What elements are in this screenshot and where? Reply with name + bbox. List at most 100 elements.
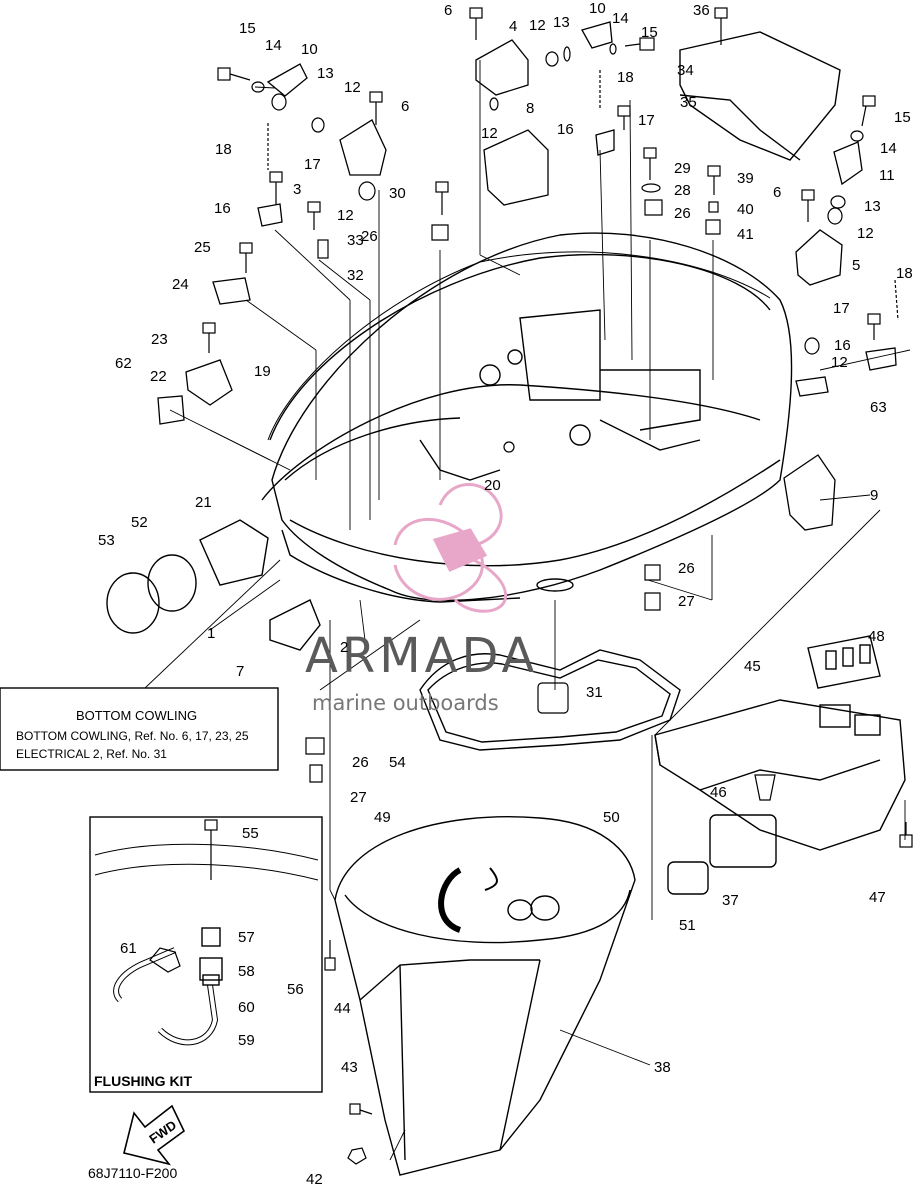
callout-16a: 16 (214, 200, 231, 217)
callout-5: 5 (852, 257, 860, 274)
watermark-logo-mark (393, 483, 507, 613)
callout-27a: 27 (678, 593, 695, 610)
callout-13c: 13 (864, 198, 881, 215)
callout-12f: 12 (831, 354, 848, 371)
legend-frame (0, 687, 279, 771)
callout-6c: 6 (773, 184, 781, 201)
callout-6b: 6 (401, 98, 409, 115)
callout-3: 3 (293, 181, 301, 198)
callout-48: 48 (868, 628, 885, 645)
callout-26d: 26 (352, 754, 369, 771)
top-cover (679, 31, 841, 161)
plate-gasket (807, 635, 881, 689)
callout-12d: 12 (337, 207, 354, 224)
callout-50: 50 (603, 809, 620, 826)
bottom-cowling (261, 232, 793, 603)
callout-15c: 15 (894, 109, 911, 126)
callout-52: 52 (131, 514, 148, 531)
callout-34: 34 (677, 62, 694, 79)
callout-44: 44 (334, 1000, 351, 1017)
callout-22: 22 (150, 368, 167, 385)
callout-19: 19 (254, 363, 271, 380)
callout-8: 8 (526, 100, 534, 117)
callout-18a: 18 (215, 141, 232, 158)
callout-12c: 12 (481, 125, 498, 142)
callout-25: 25 (194, 239, 211, 256)
callout-18b: 18 (617, 69, 634, 86)
callout-12a: 12 (344, 79, 361, 96)
callout-24: 24 (172, 276, 189, 293)
callout-27b: 27 (350, 789, 367, 806)
callout-35: 35 (680, 94, 697, 111)
fwd-arrow: FWD (123, 1104, 186, 1166)
callout-26b: 26 (674, 205, 691, 222)
callout-17b: 17 (638, 112, 655, 129)
callout-26c: 26 (678, 560, 695, 577)
watermark: ARMADA marine outboards (305, 483, 538, 715)
callout-47: 47 (869, 889, 886, 906)
callout-29: 29 (674, 160, 691, 177)
callout-51: 51 (679, 917, 696, 934)
flushing-kit-title: FLUSHING KIT (94, 1073, 192, 1089)
callout-1: 1 (207, 625, 215, 642)
callout-13b: 13 (553, 14, 570, 31)
callout-42: 42 (306, 1171, 323, 1186)
callout-30: 30 (389, 185, 406, 202)
watermark-tagline: marine outboards (312, 691, 499, 715)
callout-54: 54 (389, 754, 406, 771)
watermark-brand: ARMADA (305, 628, 538, 684)
callout-4: 4 (509, 18, 517, 35)
callout-45: 45 (744, 658, 761, 675)
callout-32: 32 (347, 267, 364, 284)
legend-line-2: ELECTRICAL 2, Ref. No. 31 (16, 747, 167, 761)
lower-case (334, 816, 636, 1176)
callout-7: 7 (236, 663, 244, 680)
callout-31: 31 (586, 684, 603, 701)
callout-12e: 12 (857, 225, 874, 242)
callout-49: 49 (374, 809, 391, 826)
callout-33: 33 (347, 232, 364, 249)
callout-17a: 17 (304, 156, 321, 173)
callout-58: 58 (238, 963, 255, 980)
callout-15a: 15 (239, 20, 256, 37)
callout-41: 41 (737, 226, 754, 243)
callout-43: 43 (341, 1059, 358, 1076)
callout-38: 38 (654, 1059, 671, 1076)
legend-title: BOTTOM COWLING (76, 708, 197, 723)
part-callouts: 1 2 3 4 5 6 6 6 7 8 9 10 10 11 12 12 12 … (98, 0, 913, 1186)
gasket (419, 649, 681, 751)
callout-16b: 16 (557, 121, 574, 138)
callout-11: 11 (879, 167, 895, 184)
callout-21: 21 (195, 494, 212, 511)
callout-9: 9 (870, 487, 878, 504)
callout-36: 36 (693, 2, 710, 19)
callout-57: 57 (238, 929, 255, 946)
callout-14a: 14 (265, 37, 282, 54)
callout-12b: 12 (529, 17, 546, 34)
callout-40: 40 (737, 201, 754, 218)
callout-62: 62 (115, 355, 132, 372)
bracket (654, 699, 906, 851)
diagram-code: 68J7110-F200 (88, 1165, 177, 1181)
callout-39: 39 (737, 170, 754, 187)
callout-37: 37 (722, 892, 739, 909)
callout-59: 59 (238, 1032, 255, 1049)
callout-13a: 13 (317, 65, 334, 82)
callout-60: 60 (238, 999, 255, 1016)
callout-53: 53 (98, 532, 115, 549)
callout-20: 20 (484, 477, 501, 494)
callout-14b: 14 (612, 10, 629, 27)
callout-16c: 16 (834, 337, 851, 354)
callout-10a: 10 (301, 41, 318, 58)
callout-14c: 14 (880, 140, 897, 157)
seal-strip (267, 251, 771, 441)
legend-line-1: BOTTOM COWLING, Ref. No. 6, 17, 23, 25 (16, 729, 249, 743)
callout-28: 28 (674, 182, 691, 199)
callout-10b: 10 (589, 0, 606, 17)
callout-18c: 18 (896, 265, 913, 282)
callout-63: 63 (870, 399, 887, 416)
callout-2: 2 (340, 639, 348, 656)
callout-61: 61 (120, 940, 137, 957)
callout-46: 46 (710, 784, 727, 801)
